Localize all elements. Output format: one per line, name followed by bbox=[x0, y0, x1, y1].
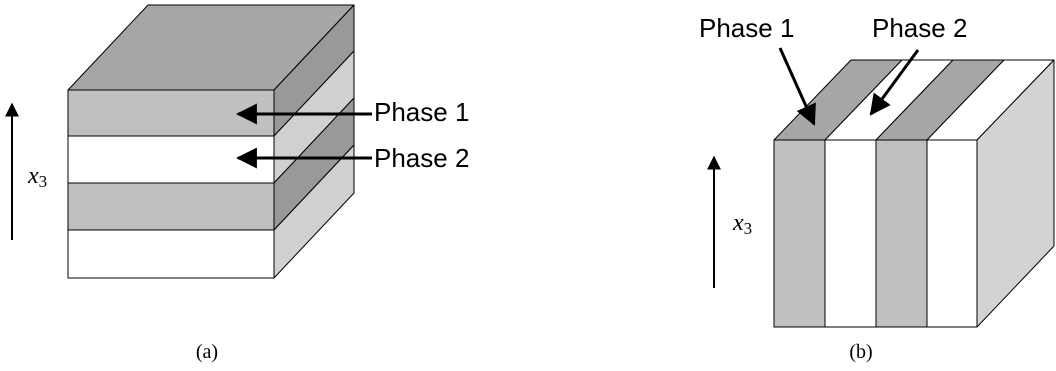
panel-b: x3 Phase 1 Phase 2 (b) bbox=[699, 13, 1055, 363]
caption-a: (a) bbox=[196, 341, 218, 363]
phase2-label: Phase 2 bbox=[374, 143, 469, 173]
strip3-phase1 bbox=[875, 139, 928, 328]
panel-a: x3 Phase 1 Phase 2 (a) bbox=[4, 4, 469, 363]
phase2-arrow-b bbox=[869, 49, 920, 116]
x3-axis-label-b: x3 bbox=[732, 210, 752, 238]
layer3-phase1 bbox=[67, 182, 275, 231]
phase1-label-b: Phase 1 bbox=[699, 13, 794, 43]
caption-b: (b) bbox=[849, 341, 872, 363]
strip4-phase2 bbox=[926, 139, 978, 328]
x3-axis-label: x3 bbox=[27, 163, 47, 191]
phase1-label: Phase 1 bbox=[374, 97, 469, 127]
phase2-label-b: Phase 2 bbox=[872, 13, 967, 43]
layer4-phase2 bbox=[67, 229, 275, 279]
strip2-phase2 bbox=[824, 139, 877, 328]
strip1-phase1 bbox=[773, 139, 826, 328]
phase1-arrow-b bbox=[778, 47, 816, 126]
